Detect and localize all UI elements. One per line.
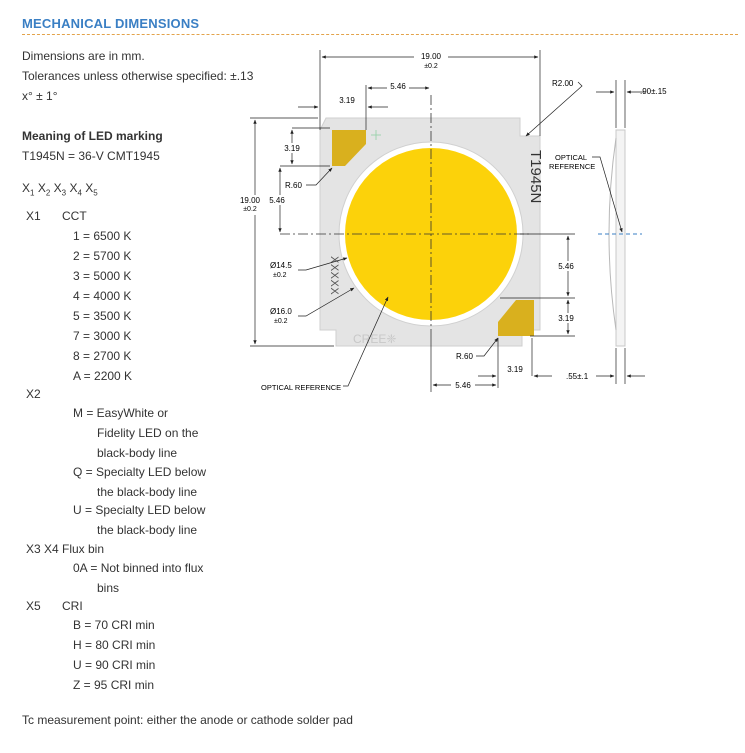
x2-option-cont: the black-body line (97, 523, 198, 537)
part-marking-text: T1945N (527, 150, 544, 203)
optical-reference-side-line1: OPTICAL (555, 153, 587, 162)
x5-code: X5 (26, 599, 41, 613)
left-546-dimension: 5.46 (269, 196, 285, 205)
bottom-right-solder-pad (498, 300, 534, 336)
x3x4-name: Flux bin (62, 542, 105, 556)
right-319-dimension: 3.19 (558, 314, 574, 323)
position-4: X4 (69, 181, 82, 198)
marking-example: T1945N = 36-V CMT1945 (22, 149, 160, 163)
x1-option: 3 = 5000 K (73, 269, 132, 283)
marking-code-text: XXXXX (328, 256, 340, 295)
position-5: X5 (85, 181, 98, 198)
x2-option: M = EasyWhite or (73, 406, 169, 420)
thickness-55-dimension: .55±.1 (566, 372, 589, 381)
x5-option: Z = 95 CRI min (73, 678, 155, 692)
dia-160-label: Ø16.0 (270, 307, 292, 316)
marking-heading: Meaning of LED marking (22, 129, 163, 143)
x2-option-cont: Fidelity LED on the (97, 426, 199, 440)
dia-145-tolerance: ±0.2 (273, 272, 287, 279)
right-546-dimension: 5.46 (558, 262, 574, 271)
position-1: X1 (22, 181, 35, 198)
bottom-319-dimension: 3.19 (507, 365, 523, 374)
x1-option: 7 = 3000 K (73, 329, 132, 343)
polarity-plus-icon (371, 130, 381, 140)
left-319-dimension: 3.19 (284, 144, 300, 153)
x1-option: 8 = 2700 K (73, 349, 132, 363)
dia-160-tolerance: ±0.2 (274, 318, 288, 325)
width-dimension: 19.00 (421, 52, 442, 61)
side-view-body (615, 129, 626, 347)
x3x4-option: 0A = Not binned into flux (73, 561, 204, 575)
corner-r200-label: R2.00 (552, 79, 574, 88)
height-tolerance: ±0.2 (243, 206, 257, 213)
top-left-solder-pad (332, 130, 366, 166)
top-546-dimension: 5.46 (390, 82, 406, 91)
position-3: X3 (53, 181, 67, 198)
bottom-r60-label: R.60 (456, 352, 473, 361)
tc-footnote: Tc measurement point: either the anode o… (22, 713, 353, 727)
x5-option: H = 80 CRI min (73, 638, 156, 652)
section-title: MECHANICAL DIMENSIONS (22, 16, 200, 31)
x2-option-cont: black-body line (97, 446, 178, 460)
x5-option: U = 90 CRI min (73, 658, 156, 672)
height-dimension: 19.00 (240, 196, 261, 205)
thickness-90-dimension: .90±.15 (640, 87, 667, 96)
x1-name: CCT (62, 209, 87, 223)
left-r60-label: R.60 (285, 181, 302, 190)
x5-option: B = 70 CRI min (73, 618, 155, 632)
optical-reference-bottom-label: OPTICAL REFERENCE (261, 383, 341, 392)
x2-option-cont: the black-body line (97, 485, 198, 499)
position-2: X2 (37, 181, 51, 198)
dia-145-label: Ø14.5 (270, 261, 292, 270)
x2-option: U = Specialty LED below (73, 503, 206, 517)
x1-option: 5 = 3500 K (73, 309, 132, 323)
x5-name: CRI (62, 599, 83, 613)
x2-option: Q = Specialty LED below (73, 465, 207, 479)
brand-logo-text: CREE❈ (353, 332, 396, 346)
units-note: Dimensions are in mm. (22, 49, 145, 63)
x1-code: X1 (26, 209, 41, 223)
x1-option: 2 = 5700 K (73, 249, 132, 263)
x1-option: 4 = 4000 K (73, 289, 132, 303)
title-divider (22, 34, 738, 35)
bottom-546-dimension: 5.46 (455, 381, 471, 390)
marking-positions: X1 X2 X3 X4 X5 (22, 181, 98, 197)
width-tolerance: ±0.2 (424, 63, 438, 70)
angle-tolerance-note: x° ± 1° (22, 89, 58, 103)
x2-code: X2 (26, 387, 41, 401)
x3x4-option-cont: bins (97, 581, 120, 595)
tolerance-note: Tolerances unless otherwise specified: ±… (22, 69, 254, 83)
x3x4-code: X3 X4 (26, 542, 59, 556)
x1-option: A = 2200 K (73, 369, 133, 383)
top-319-dimension: 3.19 (339, 96, 355, 105)
optical-reference-side-line2: REFERENCE (549, 162, 595, 171)
x1-option: 1 = 6500 K (73, 229, 132, 243)
